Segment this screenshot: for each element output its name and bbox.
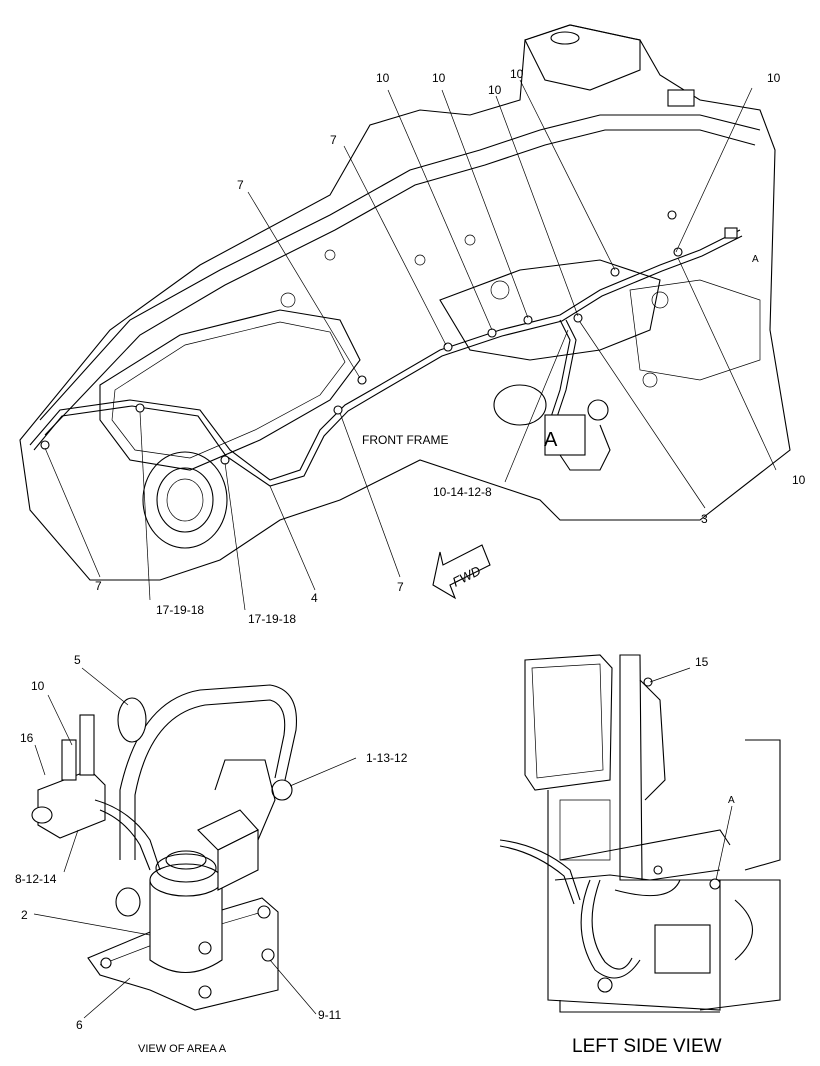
callout-7: 7 [237,178,244,192]
front-frame-label: FRONT FRAME [362,433,448,447]
callout-10: 10 [31,679,45,693]
callout-4: 4 [311,591,318,605]
callout-9-11: 9-11 [318,1008,341,1022]
area-a-marker: A [544,429,558,451]
callout-3: 3 [701,512,708,526]
callout-5: 5 [74,653,81,667]
callout-1-13-12: 1-13-12 [366,751,408,765]
side-view-leader-lines [649,667,733,881]
left-side-view-drawing [499,654,781,1013]
fwd-label: FWD [450,563,483,590]
callout-10: 10 [792,473,806,487]
callout-16: 16 [20,731,34,745]
front-frame-drawing [19,24,791,581]
left-side-view-caption: LEFT SIDE VIEW [572,1036,722,1057]
main-leader-lines [44,79,777,611]
callout-2: 2 [21,908,28,922]
callout-15: 15 [695,655,709,669]
forward-arrow: FWD [432,544,491,600]
callout-17-19-18: 17-19-18 [248,612,296,626]
callout-17-19-18: 17-19-18 [156,603,204,617]
area-a-leader-lines [33,667,357,1019]
fitting-a-marker: A [752,254,759,265]
area-a-detail-drawing [31,684,298,1011]
callout-10: 10 [767,71,781,85]
callout-7: 7 [330,133,337,147]
area-a-caption: VIEW OF AREA A [138,1043,227,1055]
callout-10: 10 [376,71,390,85]
callout-7: 7 [95,579,102,593]
callout-10-14-12-8: 10-14-12-8 [433,485,492,499]
callout-7: 7 [397,580,404,594]
callout-6: 6 [76,1018,83,1032]
callout-10: 10 [432,71,446,85]
callout-a: A [728,795,735,806]
callout-10: 10 [510,67,524,81]
callout-10: 10 [488,83,502,97]
callout-8-12-14: 8-12-14 [15,872,57,886]
